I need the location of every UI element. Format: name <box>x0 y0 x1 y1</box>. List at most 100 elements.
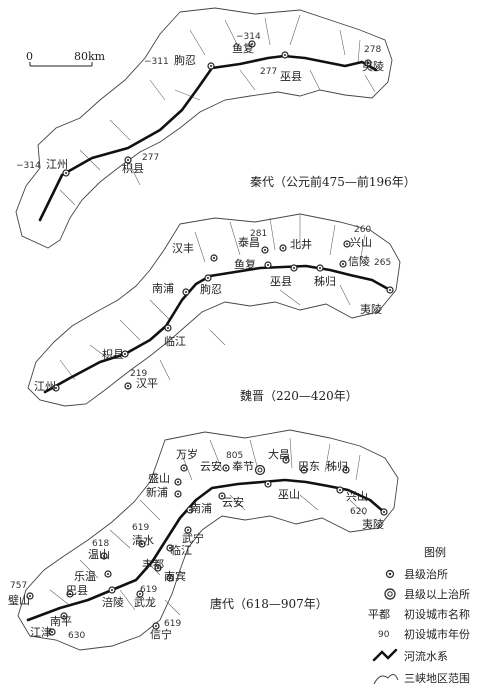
place-name: 北井 <box>290 237 312 251</box>
city-marker-icon <box>127 385 129 387</box>
place-name: 江津 <box>30 626 52 639</box>
place-year: −314 <box>16 161 41 171</box>
scale-end: 80km <box>74 50 106 63</box>
place-dachang: 大昌 <box>268 447 290 464</box>
place-name: 万岁 <box>176 447 198 461</box>
city-marker-icon <box>167 327 169 329</box>
place-name: 乐温 <box>74 570 96 583</box>
place-year: 630 <box>68 631 85 641</box>
place-yunan-b: 云安 <box>218 492 244 509</box>
place-qurenqin: 朐忍−311 <box>144 53 215 70</box>
city-marker-icon <box>139 593 141 595</box>
city-marker-icon <box>213 257 215 259</box>
place-nanbin: 南宾 <box>164 569 186 583</box>
place-year: 260 <box>354 225 371 235</box>
place-quren2: 朐忍 <box>200 274 222 296</box>
city-marker-icon <box>107 573 109 575</box>
city-marker-icon <box>177 493 179 495</box>
city-marker-icon <box>267 264 269 266</box>
place-year: 265 <box>374 258 391 268</box>
place-yiling2: 夷陵 <box>360 286 394 316</box>
city-marker-icon <box>221 495 223 497</box>
legend-label: 三峡地区范围 <box>404 671 470 685</box>
map-caption: 秦代（公元前475—前196年） <box>250 174 416 189</box>
city-marker-icon <box>293 267 295 269</box>
place-name: 云安 <box>200 459 222 473</box>
legend-year-sample: 90 初设城市年份 <box>378 627 470 641</box>
place-name: 夷陵 <box>360 303 382 316</box>
place-badong: 巴东 <box>298 460 320 474</box>
place-name: 清水 <box>132 534 154 547</box>
place-name: 兴山 <box>350 236 372 249</box>
city-marker-icon <box>367 62 369 64</box>
place-yunan-a: 云安 805 <box>200 451 243 473</box>
city-marker-icon <box>251 43 253 45</box>
city-marker-icon <box>111 589 113 591</box>
city-marker-icon <box>69 593 71 595</box>
region-boundary <box>27 213 401 407</box>
place-name: 泰昌 <box>238 235 260 249</box>
legend-river-icon: 河流水系 <box>372 648 448 663</box>
city-marker-icon <box>285 459 287 461</box>
place-yiling3: 夷陵 <box>362 508 388 531</box>
place-name: 夷陵 <box>362 518 384 531</box>
place-year: −314 <box>236 32 261 42</box>
place-zigui3: 秭归 <box>326 459 350 474</box>
place-name: 信宁 <box>150 627 172 641</box>
place-beijing: 北井 <box>279 237 312 252</box>
city-marker-icon <box>169 577 171 579</box>
place-xinling: 信陵 265 <box>339 255 391 268</box>
city-marker-icon <box>124 353 126 355</box>
city-marker-icon <box>339 489 341 491</box>
place-year: 277 <box>260 67 277 77</box>
place-year: 219 <box>130 369 147 379</box>
place-year: 619 <box>164 619 181 629</box>
legend-label: 县级以上治所 <box>404 587 470 601</box>
city-marker-icon <box>210 65 212 67</box>
place-name: 秭归 <box>326 459 348 473</box>
place-zigui: 秭归 <box>314 264 336 288</box>
city-marker-icon <box>157 567 159 569</box>
place-wansui: 万岁 <box>176 447 198 472</box>
place-year: 618 <box>92 539 109 549</box>
place-name: 秭归 <box>314 274 336 288</box>
legend-higher-symbol: 县级以上治所 <box>384 587 470 601</box>
city-marker-icon <box>155 625 157 627</box>
legend-label: 平都 <box>368 608 390 621</box>
place-name: 枳县 <box>102 347 124 361</box>
legend-label: 初设城市名称 <box>404 607 470 621</box>
place-name: 温山 <box>88 548 110 561</box>
place-name: 信陵 <box>348 255 370 268</box>
city-marker-icon <box>185 291 187 293</box>
map-caption: 唐代（618—907年） <box>210 596 328 611</box>
legend-label: 县级治所 <box>404 567 448 581</box>
place-name: 江州 <box>34 380 56 393</box>
place-name: 兴山 <box>346 490 368 503</box>
place-name: 朐忍 <box>200 282 222 296</box>
city-marker-icon <box>103 555 105 557</box>
place-fuling: 涪陵 <box>102 586 124 609</box>
place-name: 江州 <box>46 158 68 171</box>
city-marker-icon <box>187 529 189 531</box>
place-year: 277 <box>142 153 159 163</box>
place-year: 281 <box>250 229 267 239</box>
place-name: 南平 <box>50 615 72 628</box>
legend-label: 河流水系 <box>404 649 448 663</box>
place-name: 云安 <box>222 495 244 509</box>
place-wuxian2: 巫县 <box>270 264 298 288</box>
city-marker-icon <box>284 54 286 56</box>
place-name: 临江 <box>164 334 186 348</box>
place-baxian: 巴县 <box>66 584 88 598</box>
place-name: 南宾 <box>164 569 186 583</box>
place-name: 鱼复 <box>232 41 254 55</box>
place-year: 805 <box>226 451 243 461</box>
place-name: 盛山 <box>148 471 170 485</box>
legend-label: 初设城市年份 <box>404 627 470 641</box>
